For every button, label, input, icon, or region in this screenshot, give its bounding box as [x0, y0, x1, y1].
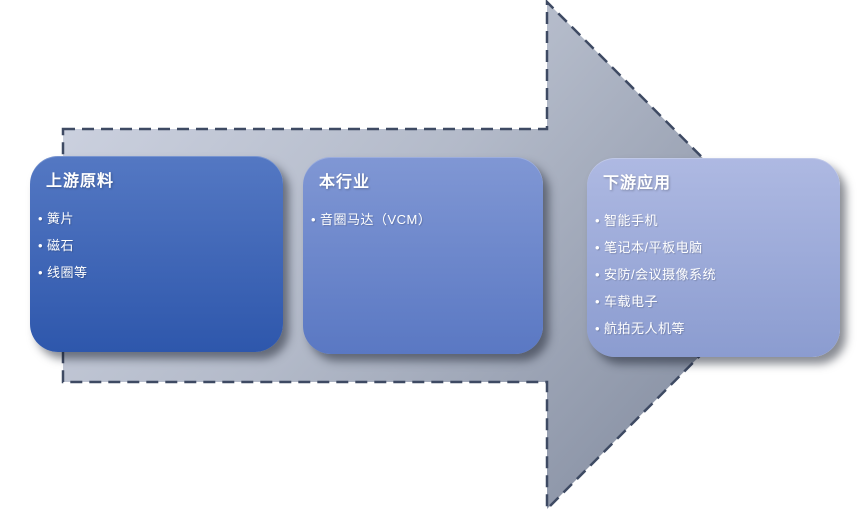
- list-item: 簧片: [38, 205, 267, 232]
- box-upstream-materials: 上游原料 簧片 磁石 线圈等: [30, 156, 283, 352]
- list-item: 线圈等: [38, 259, 267, 286]
- list-item: 智能手机: [595, 207, 824, 234]
- box-this-industry: 本行业 音圈马达（VCM）: [303, 157, 543, 354]
- list-item: 车载电子: [595, 288, 824, 315]
- list-item: 安防/会议摄像系统: [595, 261, 824, 288]
- upstream-bullet-list: 簧片 磁石 线圈等: [38, 205, 267, 286]
- box-downstream-applications: 下游应用 智能手机 笔记本/平板电脑 安防/会议摄像系统 车载电子 航拍无人机等: [587, 158, 840, 357]
- box-downstream-title: 下游应用: [603, 175, 672, 192]
- list-item: 音圈马达（VCM）: [311, 206, 527, 233]
- list-item: 航拍无人机等: [595, 315, 824, 342]
- box-upstream-title: 上游原料: [46, 173, 115, 190]
- list-item: 笔记本/平板电脑: [595, 234, 824, 261]
- industry-bullet-list: 音圈马达（VCM）: [311, 206, 527, 233]
- box-industry-title: 本行业: [319, 174, 371, 191]
- list-item: 磁石: [38, 232, 267, 259]
- downstream-bullet-list: 智能手机 笔记本/平板电脑 安防/会议摄像系统 车载电子 航拍无人机等: [595, 207, 824, 342]
